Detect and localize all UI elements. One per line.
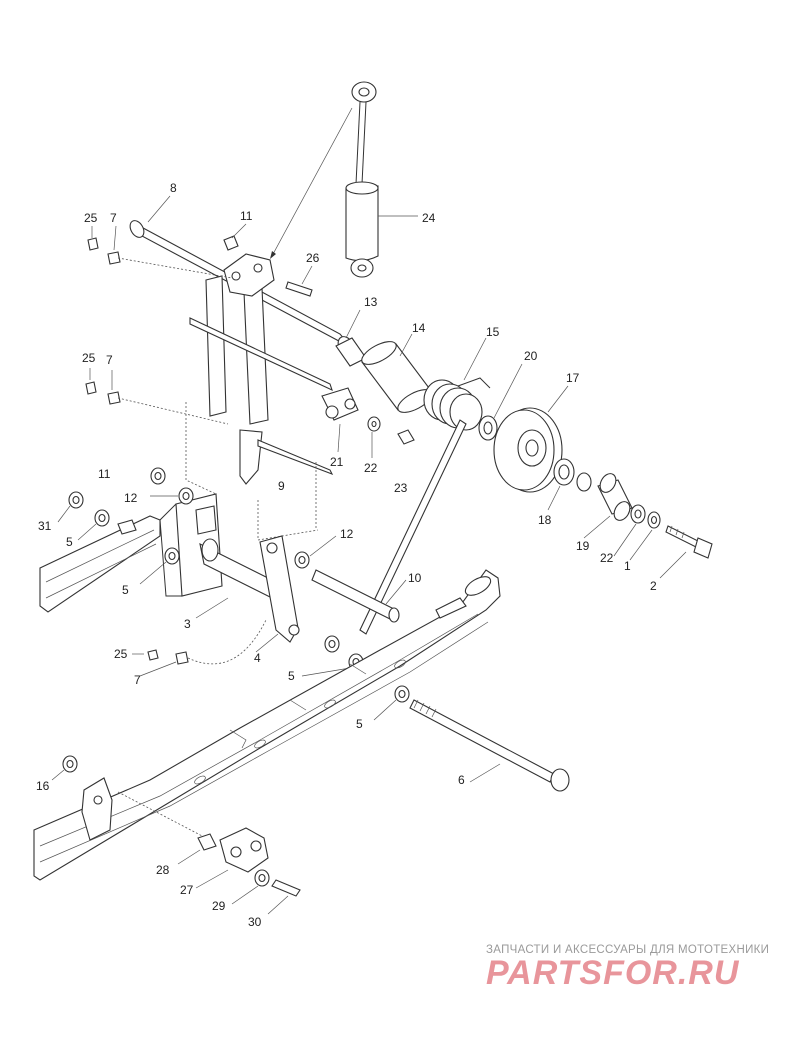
left-rail-segment: [39, 515, 161, 613]
callout-14: 14: [412, 321, 426, 335]
watermark: ЗАПЧАСТИ И АКСЕССУАРЫ ДЛЯ МОТОТЕХНИКИ PA…: [486, 944, 786, 993]
callout-9: 9: [278, 479, 285, 493]
callout-25: 25: [82, 351, 96, 365]
callout-18: 18: [538, 513, 552, 527]
watermark-tagline: ЗАПЧАСТИ И АКСЕССУАРЫ ДЛЯ МОТОТЕХНИКИ: [486, 944, 770, 956]
callout-19: 19: [576, 539, 590, 553]
long-bolt-6: [394, 685, 570, 792]
bracket-27: [219, 827, 269, 873]
shock-absorber: [345, 81, 379, 278]
callout-26: 26: [306, 251, 320, 265]
callout-24: 24: [422, 211, 436, 225]
callout-25: 25: [114, 647, 128, 661]
callout-8: 8: [170, 181, 177, 195]
pivot-block: [321, 387, 359, 421]
callout-28: 28: [156, 863, 170, 877]
callout-15: 15: [486, 325, 500, 339]
callout-21: 21: [330, 455, 344, 469]
callout-3: 3: [184, 617, 191, 631]
callout-25: 25: [84, 211, 98, 225]
bolt-2: [665, 525, 713, 559]
callout-4: 4: [254, 651, 261, 665]
callout-12: 12: [340, 527, 354, 541]
callout-12: 12: [124, 491, 138, 505]
callout-31: 31: [38, 519, 52, 533]
main-rail: [33, 569, 501, 881]
callout-5: 5: [288, 669, 295, 683]
callout-7: 7: [134, 673, 141, 687]
idler-wheel: [493, 407, 563, 493]
spacer-19: [597, 473, 633, 521]
lower-arm: [159, 493, 300, 643]
callout-labels: 8 25 7 11 24 26 13 14 15 20 17 25 7 21 2…: [36, 181, 657, 929]
callout-5: 5: [356, 717, 363, 731]
callout-11: 11: [240, 209, 253, 223]
callout-1: 1: [624, 559, 631, 573]
callout-17: 17: [566, 371, 580, 385]
callout-5: 5: [122, 583, 129, 597]
watermark-logo: PARTSFOR.RU: [486, 954, 740, 992]
callout-29: 29: [212, 899, 226, 913]
callout-2: 2: [650, 579, 657, 593]
callout-6: 6: [458, 773, 465, 787]
callout-27: 27: [180, 883, 194, 897]
sleeve: [361, 341, 433, 413]
callout-11: 11: [98, 467, 111, 481]
callout-22: 22: [600, 551, 614, 565]
torsion-spring: [423, 377, 491, 431]
callout-13: 13: [364, 295, 378, 309]
callout-20: 20: [524, 349, 538, 363]
callout-7: 7: [110, 211, 117, 225]
callout-10: 10: [408, 571, 422, 585]
callout-5: 5: [66, 535, 73, 549]
callout-16: 16: [36, 779, 50, 793]
callout-30: 30: [248, 915, 262, 929]
upper-arm-frame: [205, 253, 275, 485]
callout-23: 23: [394, 481, 408, 495]
callout-22: 22: [364, 461, 378, 475]
callout-7: 7: [106, 353, 113, 367]
